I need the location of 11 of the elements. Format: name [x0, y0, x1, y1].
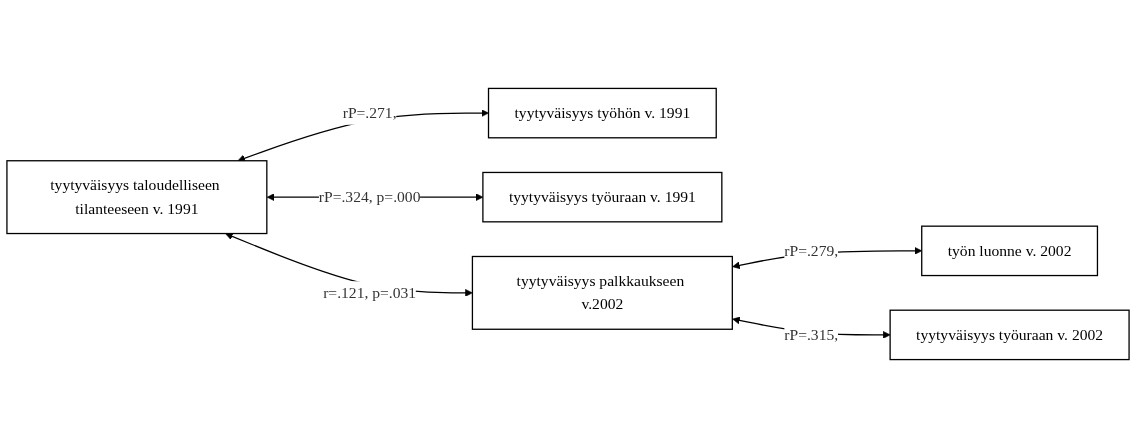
- node-box: tyytyväisyys työuraan v. 2002: [889, 309, 1130, 360]
- edge-label: rP=.279,: [784, 241, 839, 259]
- edge-label: rP=.271,: [342, 103, 397, 121]
- edge-label: r=.121, p=.031: [323, 283, 417, 301]
- edge-label: rP=.315,: [784, 325, 839, 343]
- node-box: tyytyväisyys työhön v. 1991: [487, 87, 717, 138]
- node-box: työn luonne v. 2002: [921, 225, 1099, 276]
- edge-label: rP=.324, p=.000: [318, 187, 421, 205]
- node-box: tyytyväisyys palkkaukseen v.2002: [471, 255, 733, 330]
- node-box: tyytyväisyys työuraan v. 1991: [482, 171, 723, 222]
- node-box: tyytyväisyys taloudelliseen tilanteeseen v. 1991: [6, 159, 268, 234]
